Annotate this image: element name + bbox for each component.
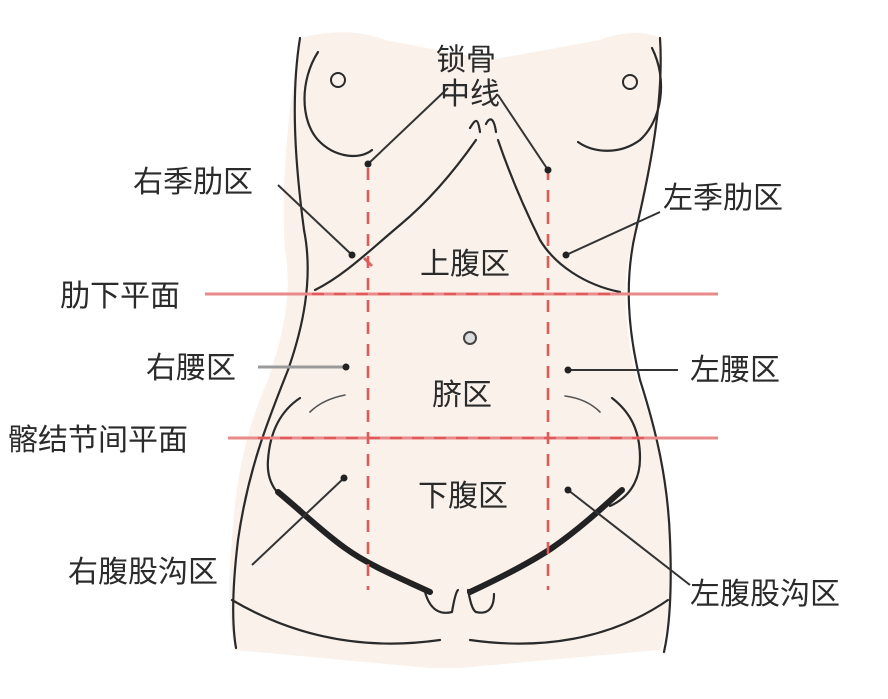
label-intertubercular-plane: 髂结节间平面 <box>8 423 188 458</box>
leader-right-inguinal <box>251 477 345 566</box>
left-breast <box>576 46 663 152</box>
leader-dot-right-inguinal <box>340 474 348 482</box>
label-subcostal-plane: 肋下平面 <box>60 279 180 314</box>
right-side-contour <box>232 36 309 650</box>
groin-curve-left <box>468 598 670 645</box>
right-nipple <box>330 72 346 88</box>
right-breast <box>303 50 374 157</box>
right-inguinal-ligament <box>275 489 433 595</box>
label-left-hypochondriac: 左季肋区 <box>663 181 783 216</box>
torso-silhouette <box>229 32 673 668</box>
leader-dot-clavicle-left <box>544 166 552 174</box>
leader-clavicle-right <box>367 87 449 165</box>
label-right-inguinal: 右腹股沟区 <box>68 555 218 590</box>
label-right-lumbar: 右腰区 <box>146 351 236 386</box>
label-left-inguinal: 左腹股沟区 <box>690 577 840 612</box>
leader-dot-left-lumbar <box>564 366 572 374</box>
right-costal-margin <box>313 138 478 292</box>
leader-left-inguinal <box>567 489 691 586</box>
left-side-contour <box>627 36 672 654</box>
left-nipple <box>622 74 638 90</box>
left-inguinal-ligament <box>467 487 625 595</box>
label-left-lumbar: 左腰区 <box>690 353 780 388</box>
left-iliac-crest <box>608 396 642 508</box>
label-epigastric: 上腹区 <box>420 247 510 282</box>
leader-dot-clavicle-right <box>364 160 372 168</box>
label-clavicle-line-1: 锁骨 <box>436 43 496 78</box>
label-clavicle-line-2: 中线 <box>440 77 500 112</box>
leader-dot-right-hypochondriac <box>348 251 356 259</box>
umbilicus <box>463 331 477 345</box>
label-umbilical: 脐区 <box>432 378 492 413</box>
left-waist-fold <box>564 395 601 413</box>
groin-curve-right <box>230 598 442 645</box>
label-hypogastric: 下腹区 <box>418 479 508 514</box>
leader-dot-right-lumbar <box>342 363 350 371</box>
sternum-notch <box>468 118 498 134</box>
leader-left-hypochondriac <box>565 211 661 256</box>
leader-clavicle-left <box>497 94 549 171</box>
pubic-symphysis <box>423 588 496 614</box>
leader-dot-left-hypochondriac <box>562 251 570 259</box>
left-costal-margin <box>496 138 622 294</box>
leader-dot-left-inguinal <box>564 486 572 494</box>
leader-right-hypochondriac <box>277 184 353 256</box>
label-right-hypochondriac: 右季肋区 <box>133 165 253 200</box>
right-waist-fold <box>309 394 346 413</box>
